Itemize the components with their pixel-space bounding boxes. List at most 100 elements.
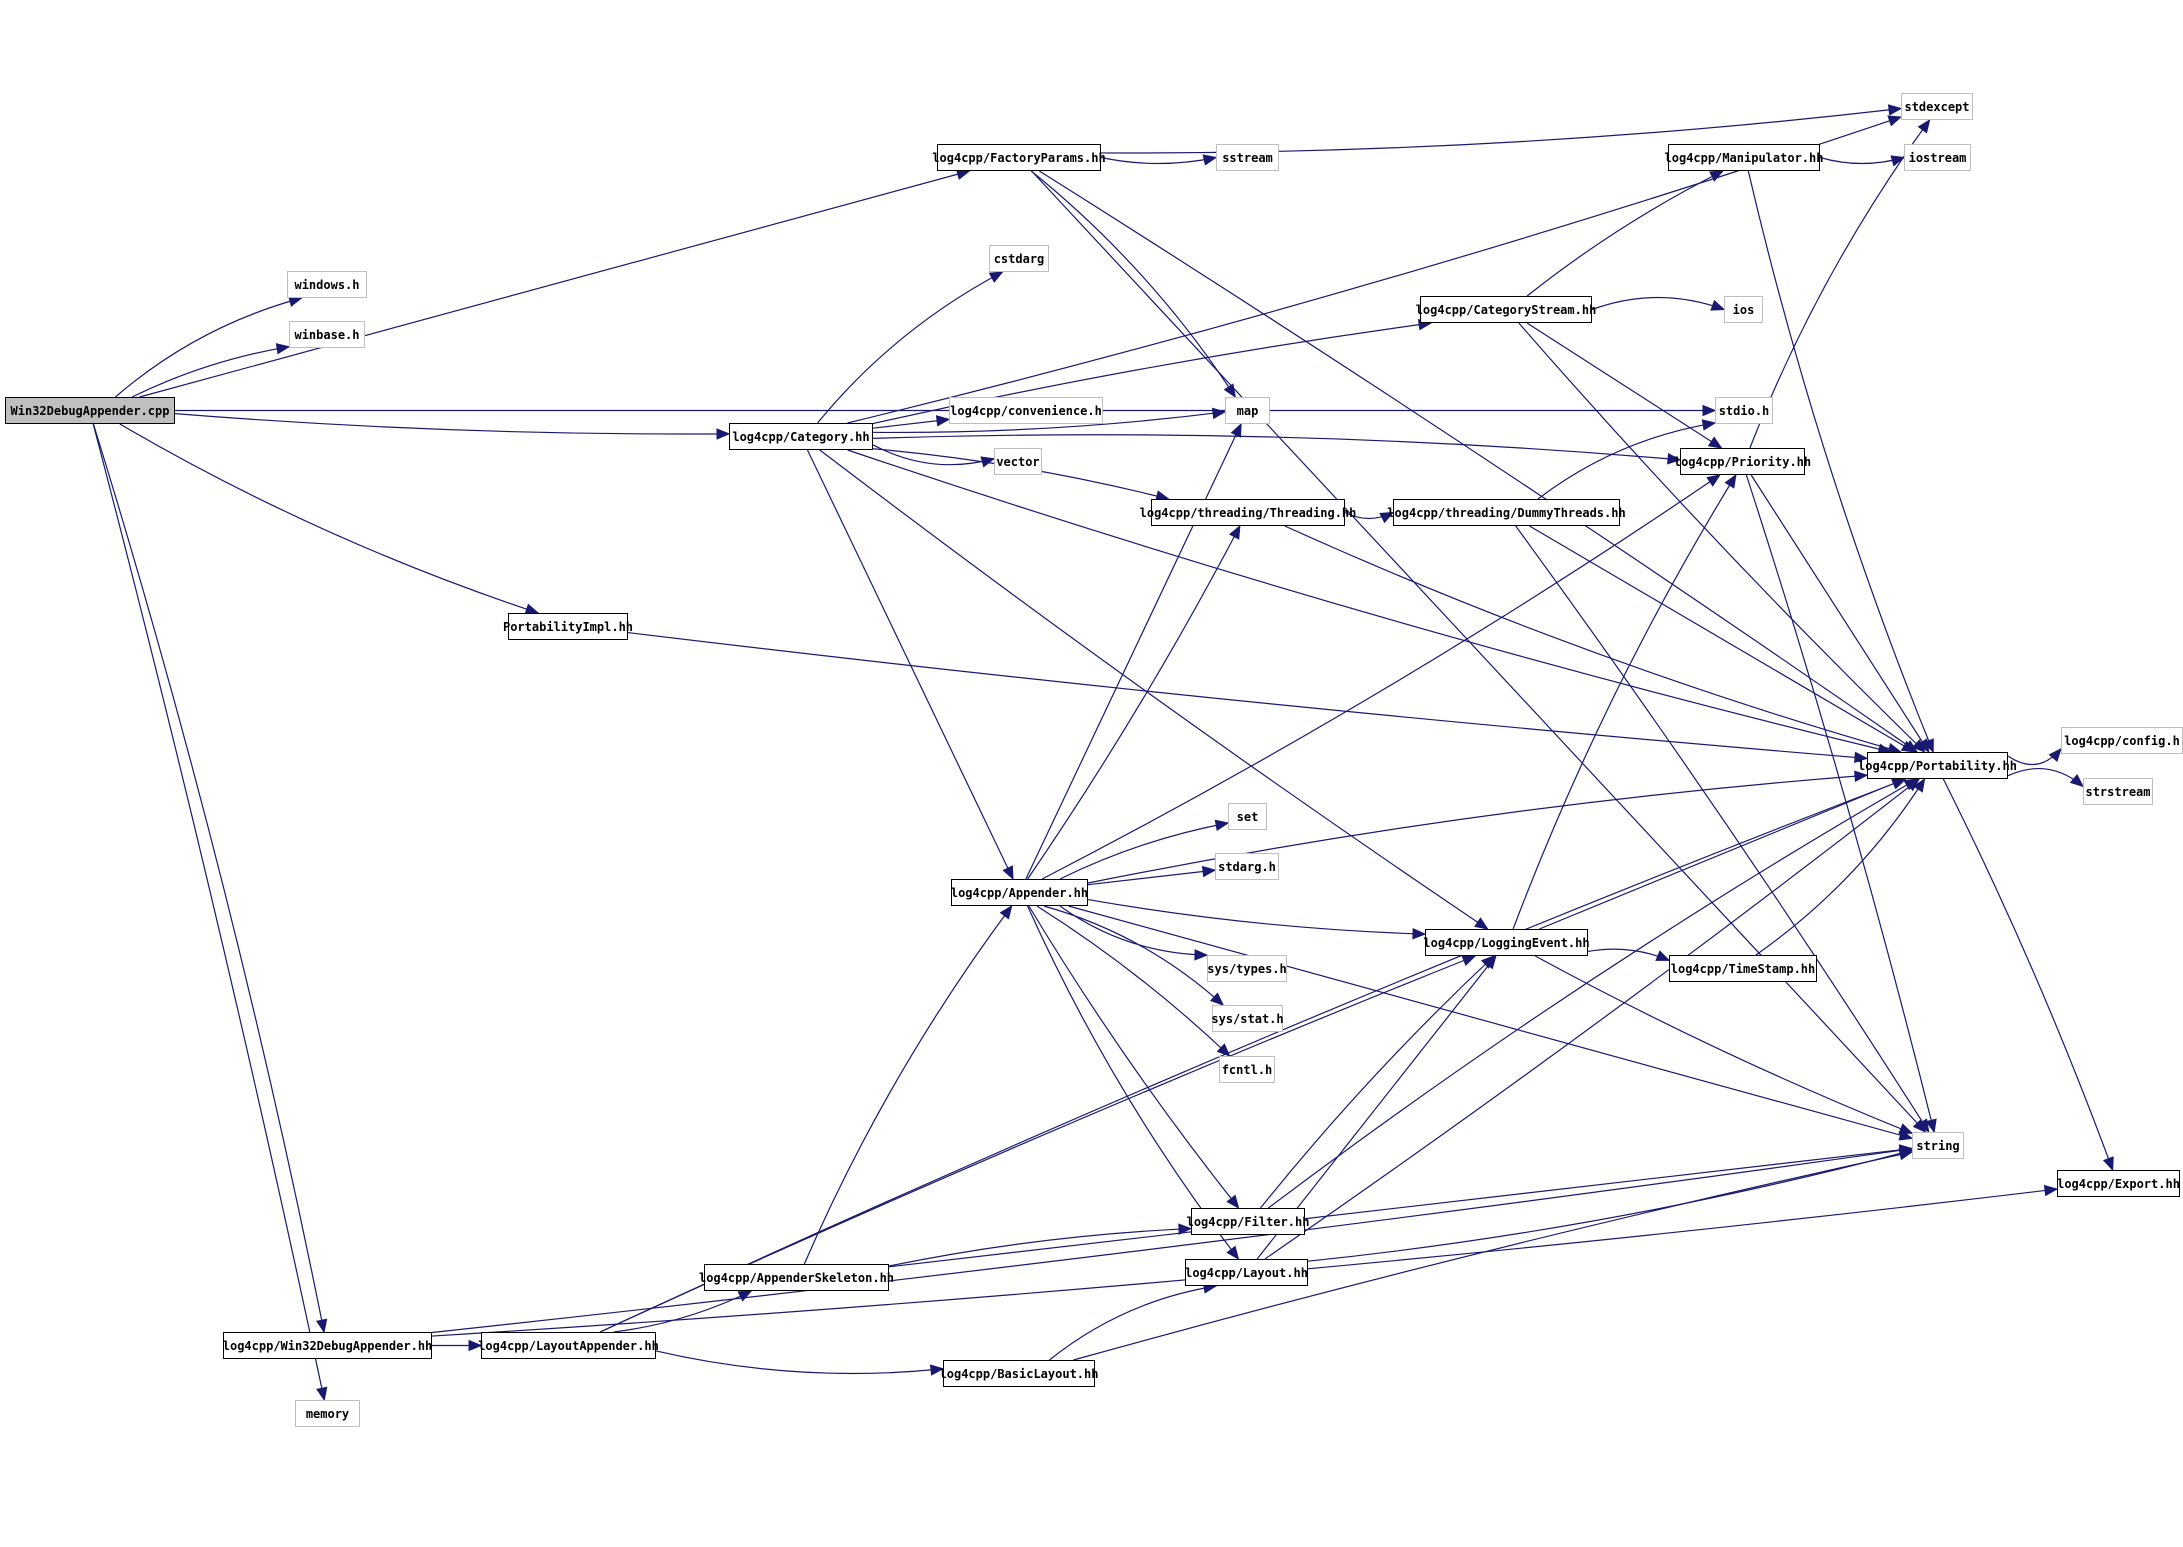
node-manipulator[interactable]: log4cpp/Manipulator.hh [1665, 144, 1823, 171]
edge-appenderskeleton-to-filter [888, 1227, 1192, 1267]
node-dummythreads[interactable]: log4cpp/threading/DummyThreads.hh [1387, 499, 1626, 526]
node-export[interactable]: log4cpp/Export.hh [2057, 1170, 2180, 1197]
node-win32debugappender[interactable]: log4cpp/Win32DebugAppender.hh [223, 1332, 432, 1359]
arrowhead-icon [1887, 104, 1903, 116]
arrowhead-icon [2048, 747, 2062, 763]
edge-category-to-cstdarg [817, 271, 1003, 424]
edge-dummythreads-to-stdio [1537, 422, 1716, 500]
node-timestamp[interactable]: log4cpp/TimeStamp.hh [1669, 955, 1817, 982]
arrowhead-icon [1887, 115, 1903, 127]
node-sysstat[interactable]: sys/stat.h [1211, 1005, 1284, 1032]
node-map[interactable]: map [1225, 397, 1270, 424]
node-layout[interactable]: log4cpp/Layout.hh [1185, 1259, 1308, 1286]
edge-layoutappender-to-basiclayout [655, 1350, 944, 1375]
node-category[interactable]: log4cpp/Category.hh [729, 423, 873, 450]
arrowhead-icon [315, 1318, 328, 1334]
edge-timestamp-to-portability [1755, 778, 1926, 956]
node-vector[interactable]: vector [994, 448, 1042, 475]
node-layoutappender[interactable]: log4cpp/LayoutAppender.hh [478, 1332, 659, 1359]
edge-portability-to-export [1942, 778, 2114, 1171]
node-ios[interactable]: ios [1724, 296, 1763, 323]
edge-layout-to-portability [1264, 778, 1920, 1260]
node-string[interactable]: string [1912, 1132, 1964, 1159]
edge-appender-to-loggingevent [1087, 898, 1426, 935]
arrowhead-icon [1912, 777, 1926, 793]
edge-categorystream-to-portability [1518, 322, 1926, 753]
arrowhead-icon [1707, 436, 1723, 449]
edge-appender-to-stdarg [1087, 869, 1216, 886]
node-cstdarg[interactable]: cstdarg [989, 245, 1049, 272]
arrowhead-icon [1898, 1149, 1914, 1161]
node-label: log4cpp/Priority.hh [1673, 454, 1812, 469]
node-portabilityimpl[interactable]: PortabilityImpl.hh [503, 613, 633, 640]
arrowhead-icon [1917, 738, 1930, 754]
node-stdio[interactable]: stdio.h [1715, 397, 1773, 424]
edge-layoutappender-to-portability [600, 778, 1906, 1333]
node-label: log4cpp/Win32DebugAppender.hh [222, 1338, 433, 1353]
node-set[interactable]: set [1228, 803, 1267, 830]
node-appenderskeleton[interactable]: log4cpp/AppenderSkeleton.hh [699, 1264, 894, 1291]
arrowhead-icon [1701, 419, 1717, 431]
node-factoryparams[interactable]: log4cpp/FactoryParams.hh [932, 144, 1106, 171]
arrowhead-icon [1178, 1223, 1193, 1235]
node-fcntl[interactable]: fcntl.h [1219, 1056, 1275, 1083]
node-stdarg[interactable]: stdarg.h [1215, 853, 1279, 880]
node-appender[interactable]: log4cpp/Appender.hh [951, 879, 1088, 906]
edge-filter-to-loggingevent [1260, 955, 1495, 1209]
node-windows[interactable]: windows.h [287, 271, 367, 298]
node-label: PortabilityImpl.hh [502, 619, 634, 634]
node-categorystream[interactable]: log4cpp/CategoryStream.hh [1416, 296, 1596, 323]
edge-category-to-portability [847, 449, 1892, 753]
node-label: log4cpp/Export.hh [2057, 1176, 2180, 1191]
node-strstream[interactable]: strstream [2083, 778, 2153, 805]
node-stdexcept[interactable]: stdexcept [1901, 93, 1973, 120]
node-label: stdexcept [1904, 99, 1970, 114]
node-label: log4cpp/LoggingEvent.hh [1423, 935, 1590, 950]
node-label: log4cpp/AppenderSkeleton.hh [698, 1270, 895, 1285]
node-winbase[interactable]: winbase.h [289, 321, 365, 348]
arrowhead-icon [1226, 1245, 1240, 1261]
node-threading[interactable]: log4cpp/threading/Threading.hh [1140, 499, 1356, 526]
edge-appender-to-systypes [1059, 905, 1208, 956]
edge-loggingevent-to-priority [1512, 474, 1737, 930]
edge-root-to-factoryparams [139, 170, 970, 398]
node-memory[interactable]: memory [295, 1400, 360, 1427]
node-systypes[interactable]: sys/types.h [1207, 955, 1287, 982]
edge-appender-to-fcntl [1036, 905, 1231, 1057]
node-iostream[interactable]: iostream [1904, 144, 1971, 171]
edge-priority-to-portability [1750, 474, 1930, 753]
node-basiclayout[interactable]: log4cpp/BasicLayout.hh [940, 1360, 1098, 1387]
edge-dummythreads-to-string [1515, 525, 1930, 1133]
node-label: windows.h [294, 277, 360, 292]
arrowhead-icon [1667, 453, 1682, 465]
node-label: log4cpp/CategoryStream.hh [1415, 302, 1597, 317]
node-label: log4cpp/BasicLayout.hh [939, 1366, 1099, 1381]
node-label: log4cpp/threading/Threading.hh [1139, 505, 1357, 520]
arrowhead-icon [1724, 473, 1737, 489]
edge-appender-to-string [1068, 905, 1913, 1139]
edge-categorystream-to-priority [1526, 322, 1722, 449]
node-label: log4cpp/Appender.hh [950, 885, 1089, 900]
arrowhead-icon [1709, 170, 1725, 182]
edge-root-to-memory [92, 423, 325, 1401]
node-priority[interactable]: log4cpp/Priority.hh [1674, 448, 1811, 475]
node-label: memory [305, 1406, 350, 1421]
arrowhead-icon [1898, 1123, 1914, 1134]
node-root[interactable]: Win32DebugAppender.cpp [5, 397, 175, 424]
node-filter[interactable]: log4cpp/Filter.hh [1187, 1208, 1309, 1235]
arrowhead-icon [999, 904, 1013, 920]
node-convenience[interactable]: log4cpp/convenience.h [949, 397, 1103, 424]
node-config[interactable]: log4cpp/config.h [2061, 727, 2183, 754]
edge-factoryparams-to-sstream [1100, 156, 1217, 165]
node-portability[interactable]: log4cpp/Portability.hh [1858, 752, 2017, 779]
arrowhead-icon [1905, 778, 1921, 792]
node-loggingevent[interactable]: log4cpp/LoggingEvent.hh [1423, 929, 1590, 956]
edge-root-to-win32debugappender [92, 423, 325, 1333]
node-label: fcntl.h [1221, 1062, 1273, 1077]
arrowhead-icon [1917, 118, 1931, 134]
node-label: sstream [1222, 150, 1273, 165]
edge-categorystream-to-ios [1591, 296, 1725, 311]
edge-appender-to-filter [1028, 905, 1240, 1209]
node-sstream[interactable]: sstream [1216, 144, 1279, 171]
arrowhead-icon [1379, 511, 1395, 524]
